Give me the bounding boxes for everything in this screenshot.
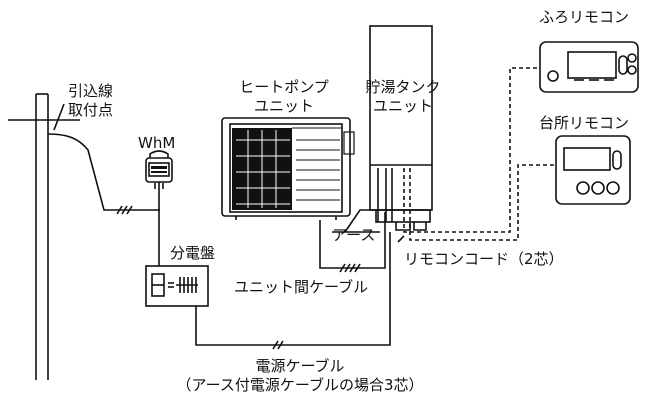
- inter-unit-cable-label: ユニット間ケーブル: [234, 278, 369, 296]
- power-cable-tick-marks: [272, 340, 284, 350]
- service-drop-point-label-line1: 引込線: [68, 82, 114, 100]
- bathroom-remote-label: ふろリモコン: [538, 8, 629, 26]
- heat-pump-unit-label-line1: ヒートポンプ: [239, 78, 329, 96]
- earth-label: アース: [332, 226, 376, 244]
- inter-unit-cable-tick-marks: [339, 263, 361, 273]
- watt-hour-meter-label: WhM: [138, 134, 176, 152]
- service-drop-line: [47, 133, 160, 211]
- distribution-board: [145, 265, 209, 307]
- kitchen-remote-label: 台所リモコン: [538, 114, 629, 132]
- meter-dial: [151, 166, 167, 173]
- utility-pole: [8, 93, 80, 380]
- power-cable-label-line2: （アース付電源ケーブルの場合3芯）: [176, 376, 424, 394]
- service-drop-point-label-line2: 取付点: [68, 101, 114, 119]
- kitchen-remote: [555, 135, 631, 205]
- service-drop-tick-marks: [116, 205, 133, 215]
- remote-cord-label: リモコンコード（2芯）: [404, 250, 564, 268]
- power-cable-label-line1: 電源ケーブル: [255, 357, 345, 375]
- power-cable: [195, 232, 391, 346]
- storage-tank-unit-label-line1: 貯湯タンク: [365, 78, 441, 96]
- heat-pump-unit-label-line2: ユニット: [253, 97, 314, 115]
- earth-wire: [344, 209, 378, 233]
- remote-cord-leader: [397, 235, 405, 243]
- bathroom-remote: [539, 41, 639, 93]
- attach-point-leader: [53, 103, 65, 131]
- storage-tank-unit-label-line2: ユニット: [372, 97, 433, 115]
- storage-tank-unit: [369, 25, 433, 231]
- distribution-board-label: 分電盤: [170, 244, 216, 262]
- heat-pump-unit: [221, 117, 355, 220]
- bathroom-remote-cord: [403, 67, 540, 233]
- kitchen-remote-cord: [409, 164, 556, 241]
